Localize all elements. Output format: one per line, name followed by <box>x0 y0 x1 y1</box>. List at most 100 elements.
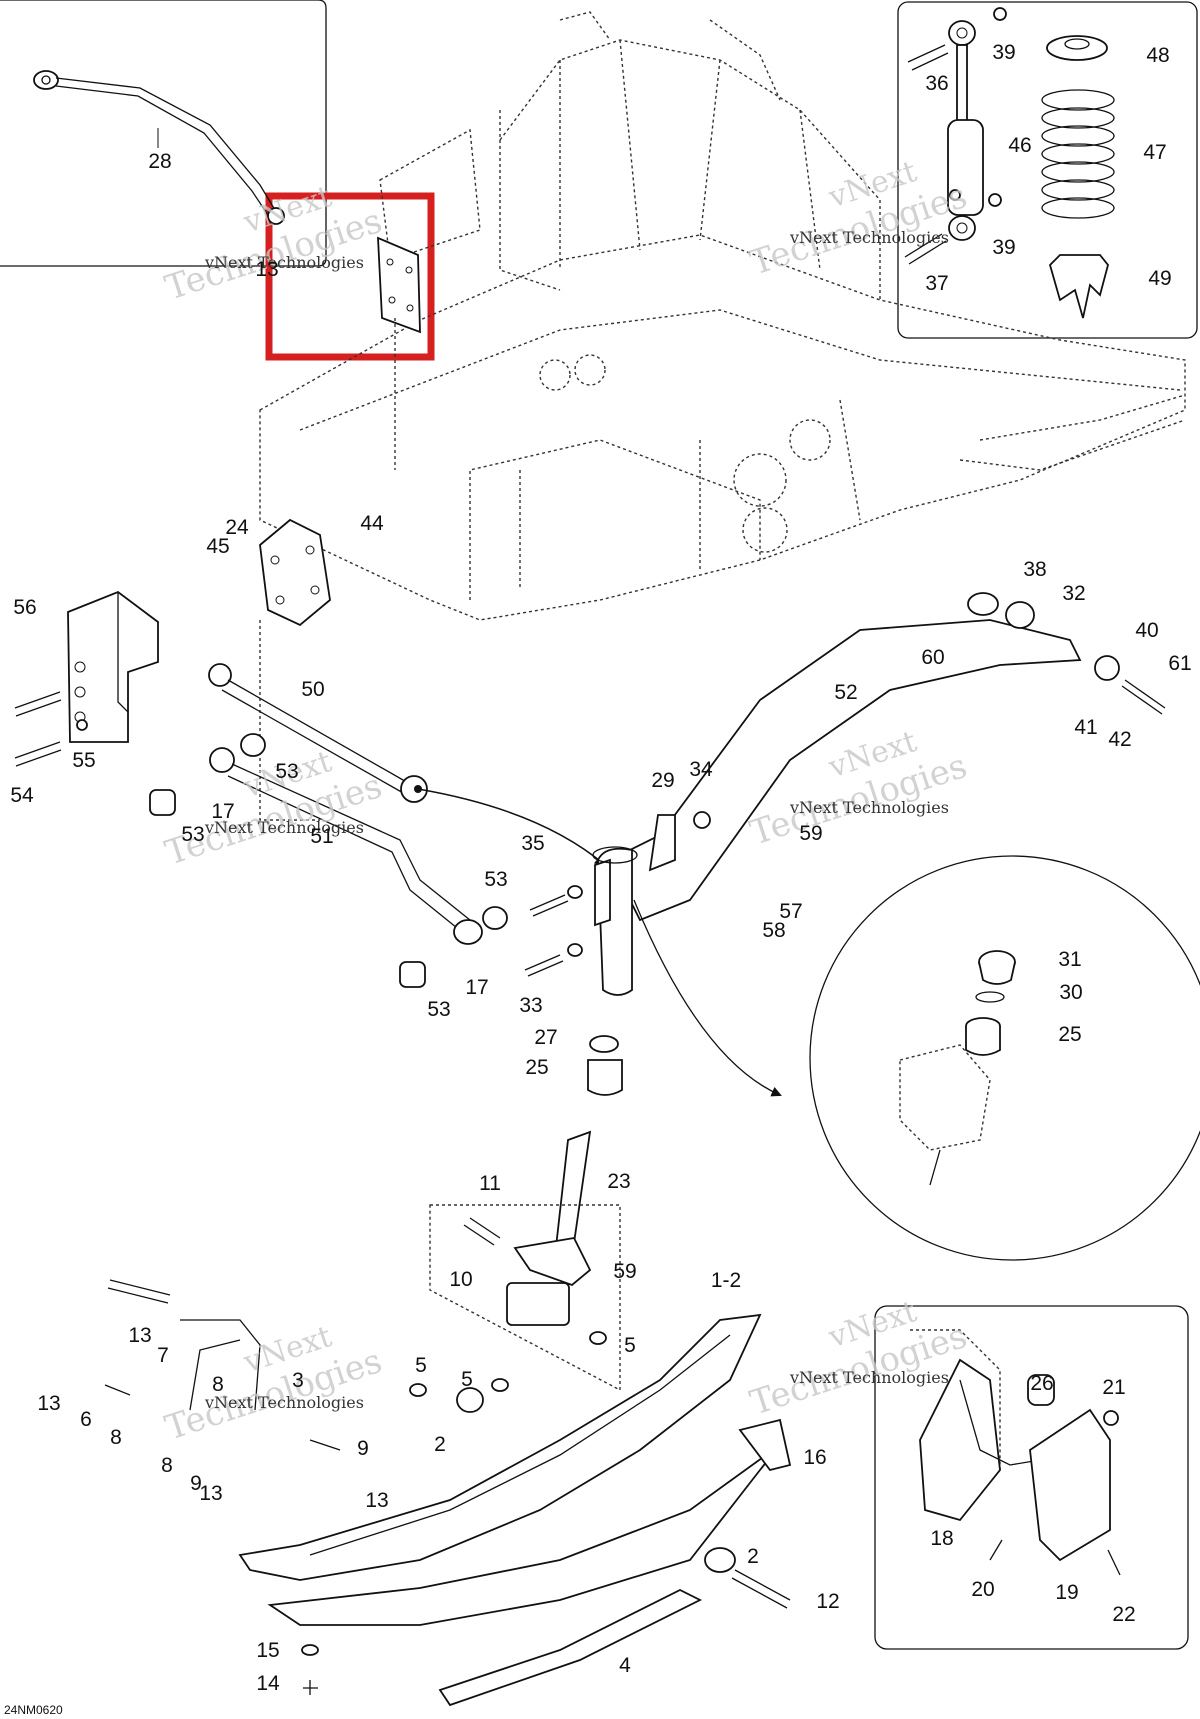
part-label: 39 <box>992 41 1015 64</box>
part-label: 44 <box>360 512 384 535</box>
part-label: 45 <box>206 535 229 558</box>
shock-absorber-assembly <box>904 7 1115 319</box>
part-label: 60 <box>921 646 944 669</box>
watermark-caption: vNext Technologies <box>204 253 364 272</box>
chassis-frame <box>259 11 1186 621</box>
part-label: 17 <box>211 800 234 823</box>
part-label: 9 <box>190 1472 202 1495</box>
part-label: 12 <box>816 1590 839 1613</box>
part-label: 32 <box>1062 582 1085 605</box>
part-label: 5 <box>415 1354 427 1377</box>
part-label: 47 <box>1143 141 1166 164</box>
part-label: 20 <box>971 1578 994 1601</box>
watermark-caption: vNext Technologies <box>789 798 949 817</box>
part-label: 25 <box>525 1056 548 1079</box>
part-label: 26 <box>1030 1372 1053 1395</box>
part-label: 31 <box>1058 948 1081 971</box>
watermark-caption: vNext Technologies <box>204 1393 364 1412</box>
part-label: 61 <box>1168 652 1191 675</box>
rod-50 <box>208 663 607 867</box>
part-label: 14 <box>256 1672 280 1695</box>
part-label: 33 <box>519 994 542 1017</box>
part-label: 3 <box>292 1369 304 1392</box>
part-label: 29 <box>651 769 674 792</box>
part-label: 16 <box>803 1446 826 1469</box>
part-label: 55 <box>72 749 95 772</box>
inset-frame-top-left <box>0 0 327 267</box>
part-label: 5 <box>461 1368 473 1391</box>
spindle-23 <box>409 1035 623 1397</box>
part-label: 18 <box>930 1527 953 1550</box>
part-label: 56 <box>13 596 36 619</box>
part-label: 39 <box>992 236 1015 259</box>
part-label: 48 <box>1146 44 1169 67</box>
part-label: 37 <box>925 272 948 295</box>
part-label: 54 <box>10 784 34 807</box>
part-label: 59 <box>799 822 822 845</box>
mounting-plate-13 <box>377 236 421 470</box>
inset-detail-circle <box>809 855 1200 1261</box>
part-label: 52 <box>834 681 857 704</box>
part-label: 6 <box>80 1408 92 1431</box>
block-56 <box>14 590 159 767</box>
part-label: 8 <box>110 1426 122 1449</box>
part-label: 36 <box>925 72 948 95</box>
part-label: 5 <box>624 1334 636 1357</box>
highlight-box <box>265 192 435 361</box>
part-label: 53 <box>484 868 507 891</box>
part-label: 38 <box>1023 558 1046 581</box>
part-label: 34 <box>689 758 713 781</box>
part-label: 35 <box>521 832 544 855</box>
part-label: 9 <box>357 1437 369 1460</box>
part-label: 19 <box>1055 1581 1078 1604</box>
part-label: 23 <box>607 1170 630 1193</box>
ski-leg-52 <box>592 592 1166 1097</box>
part-label: 49 <box>1148 267 1171 290</box>
mounting-bracket-24 <box>259 518 331 821</box>
part-label: 59 <box>613 1260 636 1283</box>
part-label: 42 <box>1108 728 1131 751</box>
stabilizer-bar-28 <box>33 70 285 225</box>
part-label: 46 <box>1008 134 1031 157</box>
part-label: 58 <box>762 919 785 942</box>
rod-51 <box>149 747 508 988</box>
part-label: 51 <box>310 825 333 848</box>
part-label: 53 <box>427 998 450 1021</box>
part-label: 8 <box>212 1373 224 1396</box>
part-label: 40 <box>1135 619 1158 642</box>
part-label: 53 <box>181 823 204 846</box>
part-label: 57 <box>779 900 802 923</box>
part-label: 13 <box>199 1482 222 1505</box>
part-label: 53 <box>275 760 298 783</box>
drawing-code: 24NM0620 <box>4 1703 63 1717</box>
part-label: 17 <box>465 976 488 999</box>
part-label: 2 <box>747 1545 759 1568</box>
part-label: 27 <box>534 1026 557 1049</box>
part-label: 25 <box>1058 1023 1081 1046</box>
watermark-caption: vNext Technologies <box>789 228 949 247</box>
inset-frame-bottom-right <box>874 1305 1189 1650</box>
part-label: 50 <box>301 678 324 701</box>
part-label: 11 <box>479 1172 501 1195</box>
part-label: 41 <box>1074 716 1097 739</box>
ski-1-2 <box>104 1279 792 1707</box>
part-label: 24 <box>225 516 249 539</box>
part-label: 7 <box>157 1344 169 1367</box>
part-label: 13 <box>37 1392 60 1415</box>
part-label: 13 <box>128 1324 151 1347</box>
part-label: 13 <box>255 258 278 281</box>
part-label: 2 <box>434 1433 446 1456</box>
part-label: 22 <box>1112 1603 1135 1626</box>
part-label: 10 <box>449 1268 472 1291</box>
bolts-35-33 <box>524 811 711 977</box>
part-label: 13 <box>365 1489 388 1512</box>
part-label: 1-2 <box>711 1269 741 1292</box>
part-label: 30 <box>1059 981 1082 1004</box>
part-label: 15 <box>256 1639 279 1662</box>
bottom-right-assembly <box>910 1329 1121 1576</box>
